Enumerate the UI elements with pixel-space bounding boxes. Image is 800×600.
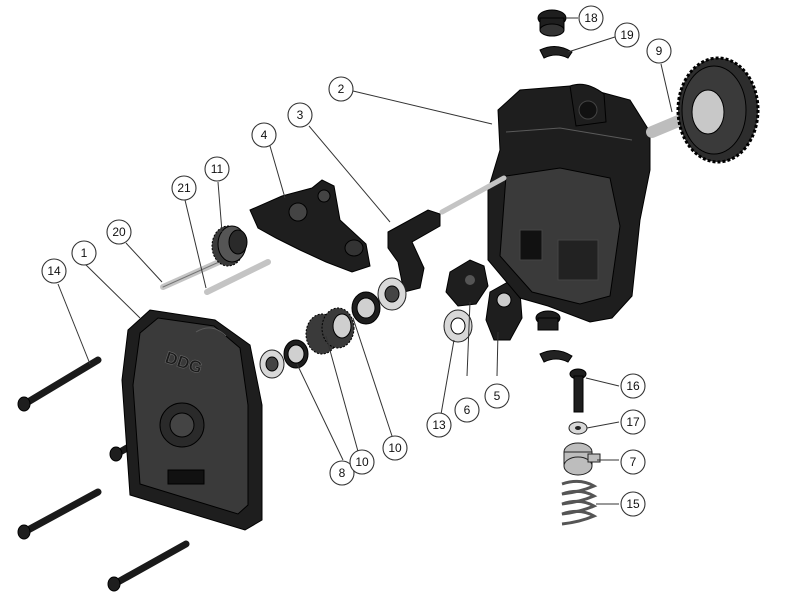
callout-11: 11 [204,156,230,182]
callout-4: 4 [251,122,277,148]
svg-text:5: 5 [494,389,501,403]
housing-pin [439,175,507,215]
screw-long-top [17,356,102,412]
svg-text:10: 10 [388,441,402,455]
washer-17 [568,421,588,435]
svg-text:8: 8 [339,466,346,480]
callout-17: 17 [620,409,646,435]
svg-text:11: 11 [211,162,224,176]
spring-15 [561,479,598,526]
drive-gear-11 [211,225,248,267]
cover-plate: DDG [121,309,263,531]
nut-lower [535,310,561,331]
pin-20 [160,255,231,290]
svg-text:10: 10 [355,455,369,469]
callout-9: 9 [646,38,672,64]
svg-text:21: 21 [177,181,191,195]
thumb-nut-7 [563,442,601,476]
clip-lower [539,350,573,363]
callout-16: 16 [620,373,646,399]
svg-text:9: 9 [656,44,663,58]
callout-14: 14 [41,258,67,284]
idler-arm [249,179,371,273]
drive-gear-pair [305,307,355,355]
screw-long-lower [17,488,102,540]
callout-10-right: 10 [382,435,408,461]
main-housing [487,83,651,323]
svg-text:16: 16 [626,379,640,393]
svg-text:17: 17 [626,415,640,429]
callout-21: 21 [171,175,197,201]
callout-6: 6 [454,397,480,423]
screw-long-bottom [107,540,190,592]
callout-10-left: 10 [349,449,375,475]
idler-block-6 [445,259,489,307]
bearing-right [377,277,407,311]
callout-20: 20 [106,219,132,245]
screw-16 [569,368,587,413]
svg-text:4: 4 [261,128,268,142]
svg-text:19: 19 [620,28,634,42]
callout-13: 13 [426,412,452,438]
clip-19 [539,46,573,59]
svg-text:6: 6 [464,403,471,417]
spacer-10-left [283,339,309,369]
spacer-10-right [351,291,381,325]
svg-text:7: 7 [630,455,637,469]
svg-text:1: 1 [81,246,88,260]
callout-7: 7 [620,449,646,475]
svg-text:20: 20 [112,225,126,239]
callout-3: 3 [287,102,313,128]
callout-2: 2 [328,76,354,102]
svg-text:13: 13 [432,418,446,432]
lever-3 [387,209,441,293]
svg-text:3: 3 [297,108,304,122]
callout-15: 15 [620,491,646,517]
callout-18: 18 [578,5,604,31]
washer-13 [443,309,473,343]
svg-text:18: 18 [584,11,598,25]
svg-text:14: 14 [47,264,61,278]
nut-18 [537,9,567,37]
callout-8: 8 [329,460,355,486]
callout-19: 19 [614,22,640,48]
shaft-gear-9 [646,56,760,164]
leader-lines [57,17,673,505]
pin-21 [204,259,271,295]
callout-1: 1 [71,240,97,266]
svg-text:15: 15 [626,497,640,511]
bearing-8 [259,349,285,379]
svg-text:2: 2 [338,82,345,96]
callout-5: 5 [484,383,510,409]
idler-block-5 [485,281,523,341]
